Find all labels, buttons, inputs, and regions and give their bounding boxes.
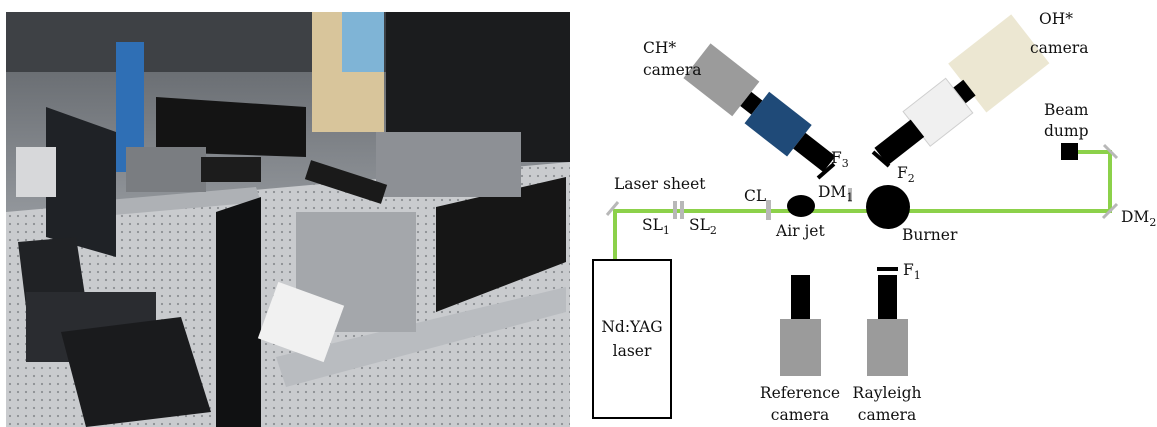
reference-camera-label-line1: Reference (760, 384, 840, 402)
dichroic-mirror-2 (1101, 202, 1119, 220)
ch-camera-body (683, 43, 760, 117)
photo-instrument (16, 147, 56, 197)
photo-keyboard (18, 237, 86, 307)
reference-camera-body (780, 319, 821, 376)
sheet-lens-1 (673, 201, 677, 219)
oh-camera-label-line2: camera (1030, 39, 1088, 57)
f3-label: F3 (831, 149, 849, 170)
photo-paper (257, 281, 345, 363)
beam-dump (1061, 143, 1078, 160)
photo-lens-left (201, 157, 261, 182)
photo-black-screen-2 (436, 177, 566, 312)
f1-label: F1 (903, 261, 921, 282)
filter-f2 (871, 150, 891, 168)
photo-rail-1 (276, 287, 566, 387)
photo-laptop (61, 317, 211, 427)
laser-label-line2: laser (613, 342, 652, 360)
oh-camera-label-line1: OH* (1039, 10, 1073, 28)
dm1-label: DM1 (818, 183, 853, 204)
photo-lens-center (304, 160, 388, 204)
f2-label: F2 (897, 164, 915, 185)
photo-foreground-monitor (216, 197, 261, 427)
air-jet-label: Air jet (775, 222, 825, 240)
turning-mirror-1 (605, 201, 620, 216)
ch-camera (683, 43, 836, 173)
oh-camera-adapter (952, 79, 976, 105)
reference-camera-label-line2: camera (771, 406, 829, 424)
photo-camera-left (126, 147, 206, 192)
ch-camera-intensifier (744, 91, 812, 157)
laser-beam-path (613, 150, 1112, 260)
sl1-label: SL1 (642, 216, 670, 237)
sl2-label: SL2 (689, 216, 717, 237)
photo-black-screen-1 (156, 97, 306, 157)
rayleigh-camera-lens (878, 275, 897, 320)
dm2-label: DM2 (1121, 208, 1156, 229)
photo-poster (342, 12, 384, 72)
ch-camera-label-line1: CH* (643, 39, 676, 57)
turning-mirror-2 (1102, 143, 1119, 160)
laser-sheet-label: Laser sheet (614, 175, 706, 193)
ch-camera-label-line2: camera (643, 61, 701, 79)
nd-yag-laser (592, 259, 672, 419)
burner (866, 185, 910, 229)
filter-f3 (816, 162, 836, 180)
rayleigh-camera-body (867, 319, 908, 376)
cylindrical-lens (766, 200, 771, 220)
reference-camera-lens (791, 275, 810, 320)
cl-label: CL (744, 187, 766, 205)
ch-camera-adapter (740, 91, 763, 115)
lab-setup-photo (6, 12, 570, 427)
photo-high-speed-camera (376, 132, 521, 197)
ch-camera-lens (793, 132, 836, 173)
dichroic-mirror-1 (848, 188, 852, 202)
rayleigh-camera-label-line2: camera (858, 406, 916, 424)
photo-rail-2 (86, 187, 261, 217)
experimental-setup-diagram: Nd:YAG laser Laser sheet SL1 SL2 CL Air … (592, 10, 1156, 424)
laser-label-line1: Nd:YAG (601, 318, 662, 336)
filter-f1 (877, 267, 898, 271)
beam-dump-label-line2: dump (1044, 122, 1089, 140)
beam-dump-label-line1: Beam (1044, 101, 1089, 119)
air-jet (787, 195, 815, 217)
sheet-lens-2 (680, 201, 684, 219)
burner-label: Burner (902, 226, 958, 244)
photo-monitor (46, 107, 116, 257)
oh-camera-body (948, 14, 1050, 113)
oh-camera (874, 14, 1050, 166)
rayleigh-camera-label-line1: Rayleigh (852, 384, 921, 402)
oh-camera-lens (874, 119, 925, 166)
